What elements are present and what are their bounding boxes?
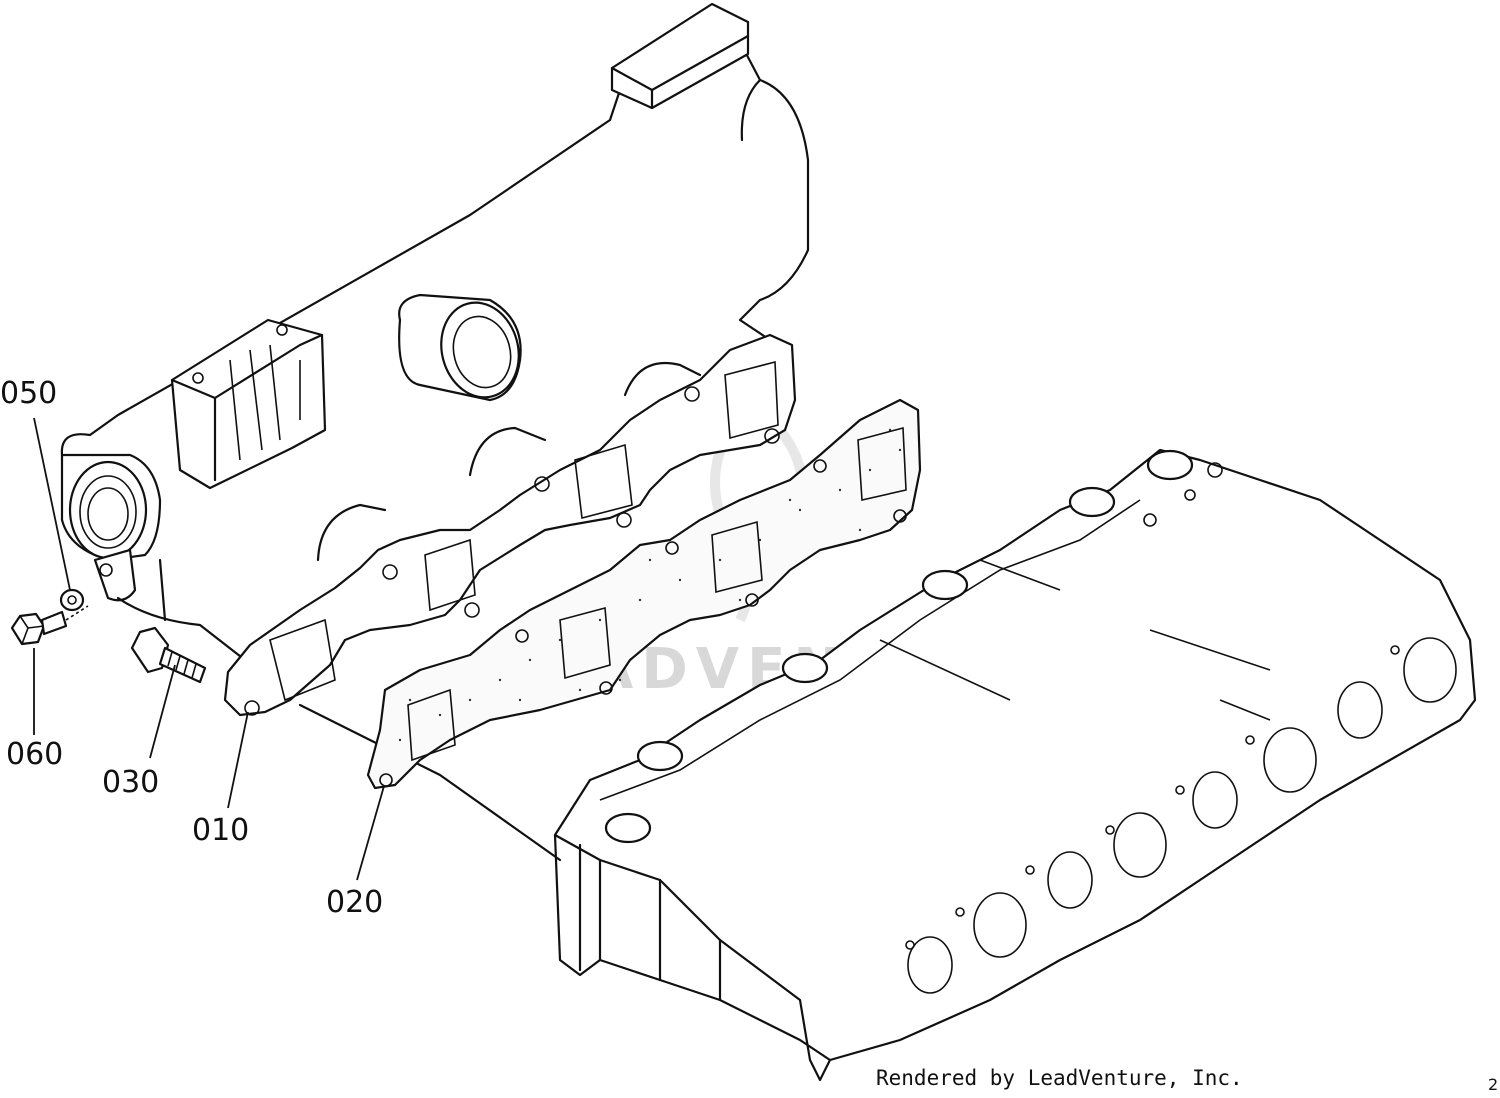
leader-010 [227,711,249,809]
leader-050 [33,417,71,591]
callout-060: 060 [6,737,63,772]
render-credit: Rendered by LeadVenture, Inc. [876,1066,1243,1090]
manifest-gasket [366,398,922,790]
washer [59,588,85,612]
leader-030 [149,664,176,759]
stud-bolt [130,626,207,684]
callout-030: 030 [102,765,159,800]
callout-050: 050 [0,376,57,411]
corner-mark: 2 [1488,1075,1498,1094]
cylinder-head [553,448,1477,1082]
leader-020 [356,785,385,881]
exhaust-manifest [60,2,810,862]
callout-010: 010 [192,813,249,848]
callout-020: 020 [326,885,383,920]
flange-bolt [10,605,89,646]
